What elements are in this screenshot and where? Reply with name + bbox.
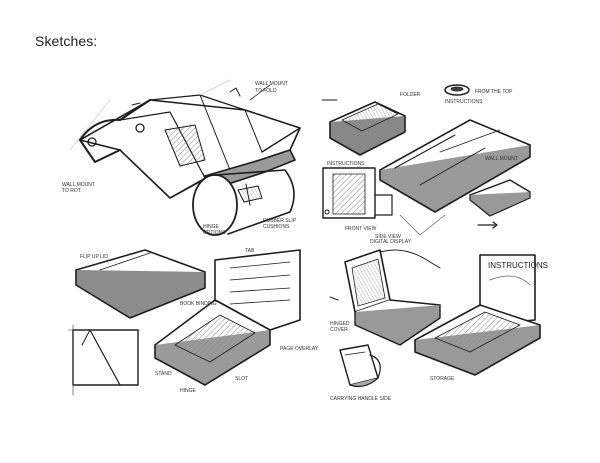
- annotation-label: HINGE: [180, 388, 197, 394]
- annotation-label: OPTIONS: [203, 230, 226, 236]
- annotation-label: INSTRUCTIONS: [488, 261, 548, 270]
- sketch-top-left: [69, 79, 301, 236]
- sketch-bottom-left: [67, 249, 301, 396]
- annotation-label: INSTRUCTIONS: [445, 99, 483, 105]
- page-title: Sketches:: [35, 33, 98, 49]
- annotation-label: HINGED: [330, 321, 350, 327]
- sketch-bottom-right: [329, 249, 541, 388]
- annotations-top-left: WALL MOUNT TO FOLD HINGE OPTIONS RUBBER …: [62, 81, 297, 236]
- annotation-label: PAGE OVERLAY: [280, 346, 319, 352]
- annotation-label: INSTRUCTIONS: [327, 161, 365, 167]
- annotation-label: STAND: [155, 371, 172, 377]
- annotation-label: DIGITAL DISPLAY: [370, 239, 412, 245]
- annotation-label: WALL MOUNT: [255, 81, 288, 87]
- annotation-label: COVER: [330, 327, 348, 333]
- annotation-label: FOLDER: [400, 92, 421, 98]
- annotations-bottom-left: FLIP UP LID TAB BOOK BINDING PAGE OVERLA…: [80, 248, 319, 394]
- annotation-label: TAB: [245, 248, 255, 254]
- annotation-label: SIDE VIEW: [375, 234, 401, 240]
- annotation-label: SLOT: [235, 376, 248, 382]
- annotation-label: TO FOLD: [255, 88, 277, 94]
- annotation-label: FRONT VIEW: [345, 226, 377, 232]
- annotation-label: TO ROT.: [62, 188, 82, 194]
- annotations-top-right: INSTRUCTIONS FROM THE TOP FOLDER WALL MO…: [327, 89, 518, 240]
- sketch-top-right: [321, 84, 531, 236]
- annotation-label: FLIP UP LID: [80, 254, 108, 260]
- annotation-label: CARRYING HANDLE SIDE: [330, 396, 392, 402]
- annotation-label: CUSHIONS: [263, 224, 290, 230]
- annotation-label: RUBBER SLIP: [263, 218, 297, 224]
- annotation-label: WALL MOUNT: [485, 156, 518, 162]
- annotation-label: HINGE: [203, 224, 220, 230]
- annotation-label: STORAGE: [430, 376, 455, 382]
- annotation-label: FROM THE TOP: [475, 89, 513, 95]
- annotation-label: BOOK BINDING: [180, 301, 217, 307]
- annotations-bottom-right: INSTRUCTIONS DIGITAL DISPLAY HINGED COVE…: [330, 239, 548, 402]
- annotation-label: WALL MOUNT: [62, 182, 95, 188]
